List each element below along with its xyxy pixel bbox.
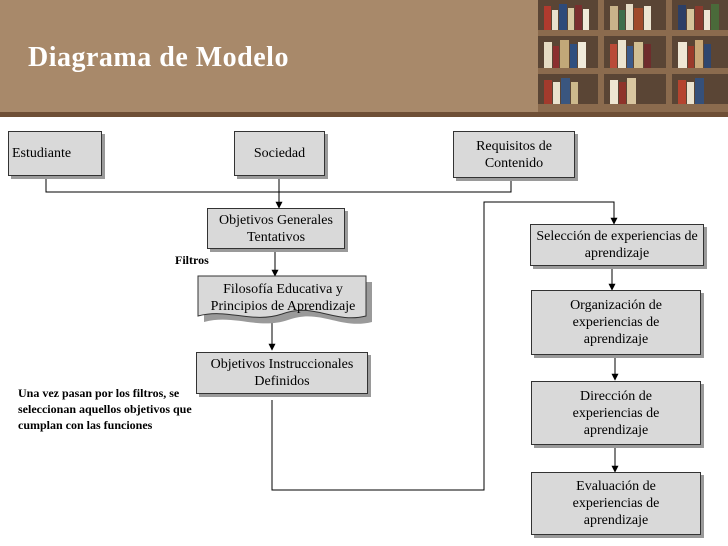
sociedad-label: Sociedad bbox=[253, 146, 306, 161]
objetivos-instruccionales-box: Objetivos Instruccionales Definidos bbox=[196, 352, 368, 394]
organizacion-box: Organización de experiencias de aprendiz… bbox=[531, 290, 701, 355]
header-banner: Diagrama de Modelo bbox=[0, 0, 728, 116]
evaluacion-box: Evaluación de experiencias de aprendizaj… bbox=[531, 472, 701, 535]
filosofia-label: Filosofía Educativa y Principios de Apre… bbox=[210, 282, 356, 314]
objetivos-generales-box: Objetivos Generales Tentativos bbox=[207, 208, 345, 249]
filter-note: Una vez pasan por los filtros, se selecc… bbox=[18, 386, 192, 432]
bookshelf-illustration bbox=[538, 0, 728, 112]
filosofia-shape: Filosofía Educativa y Principios de Apre… bbox=[197, 275, 373, 327]
objetivos-generales-label: Objetivos Generales Tentativos bbox=[219, 212, 333, 245]
organizacion-label: Organización de experiencias de aprendiz… bbox=[570, 298, 662, 347]
objetivos-instruccionales-label: Objetivos Instruccionales Definidos bbox=[210, 357, 354, 389]
bookshelf-image bbox=[538, 0, 728, 112]
filtros-label: Filtros bbox=[175, 253, 209, 267]
estudiante-box: Estudiante bbox=[8, 131, 102, 176]
wave-document-shape bbox=[197, 275, 372, 324]
seleccion-label: Selección de experiencias de aprendizaje bbox=[536, 229, 698, 261]
requisitos-label: Requisitos de Contenido bbox=[476, 138, 552, 171]
page-title: Diagrama de Modelo bbox=[28, 42, 289, 73]
direccion-label: Dirección de experiencias de aprendizaje bbox=[572, 388, 660, 438]
requisitos-box: Requisitos de Contenido bbox=[453, 131, 575, 178]
sociedad-box: Sociedad bbox=[234, 131, 325, 176]
header-divider bbox=[0, 112, 728, 117]
direccion-box: Dirección de experiencias de aprendizaje bbox=[531, 381, 701, 445]
seleccion-box: Selección de experiencias de aprendizaje bbox=[530, 224, 704, 266]
estudiante-label: Estudiante bbox=[12, 146, 72, 161]
evaluacion-label: Evaluación de experiencias de aprendizaj… bbox=[572, 479, 660, 528]
